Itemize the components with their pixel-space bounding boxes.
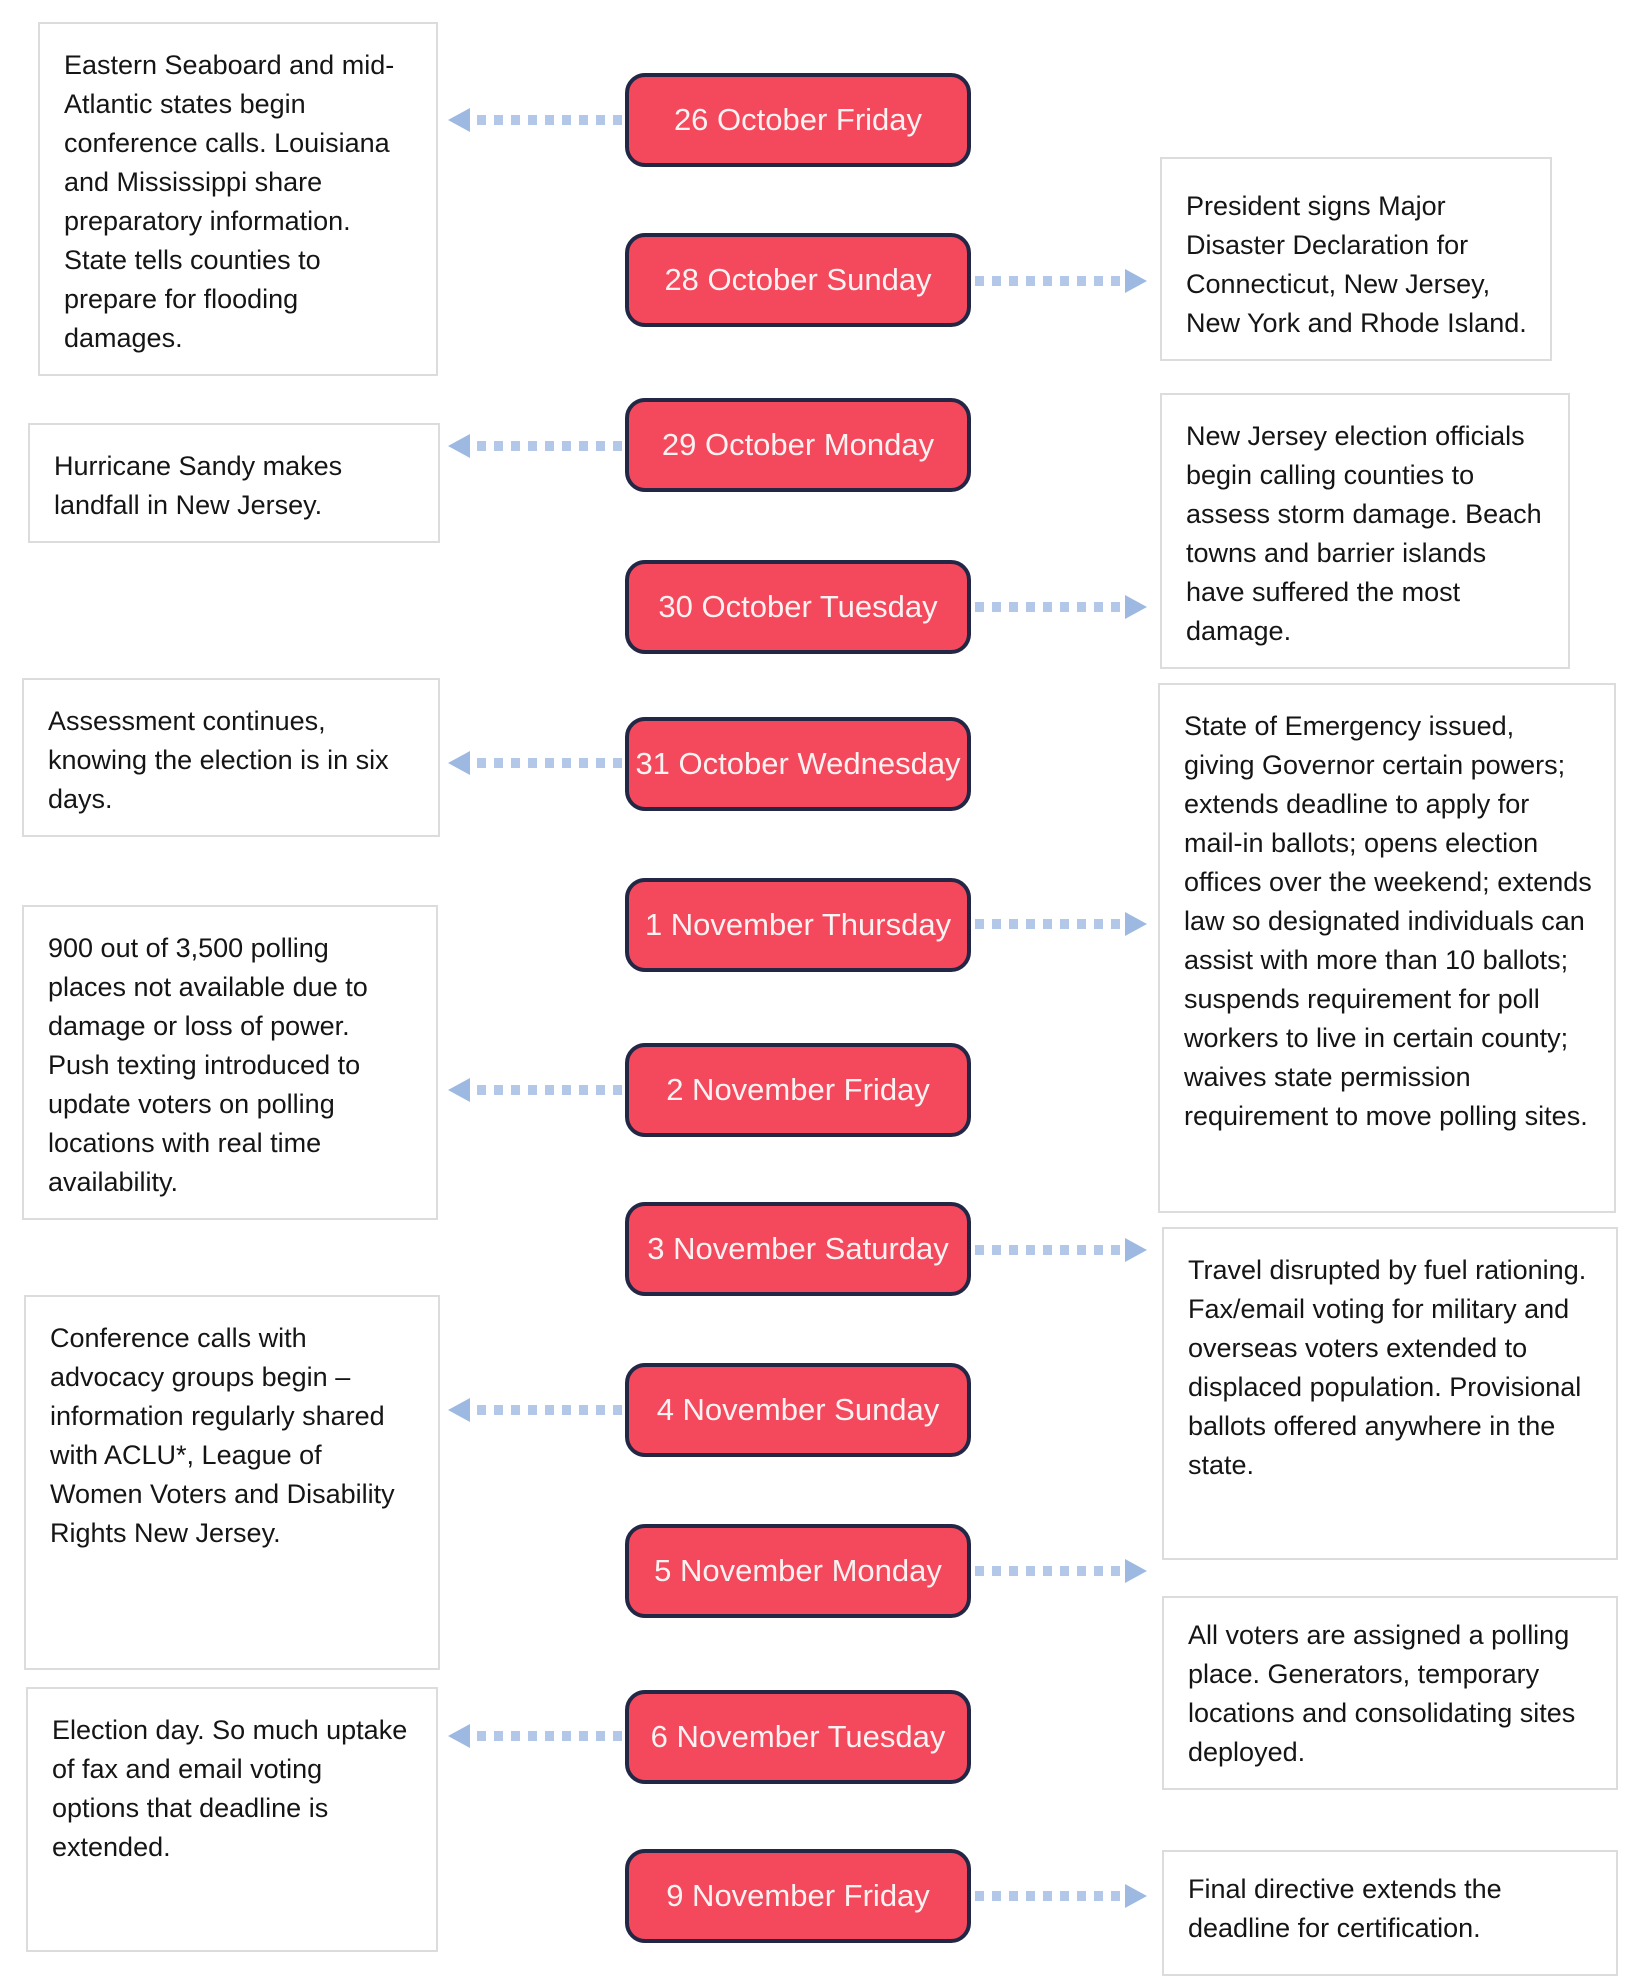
arrow-31-october-to-left-note [448,750,622,776]
dotted-line [975,1566,1125,1576]
note-hurricane-landfall: Hurricane Sandy makes landfall in New Je… [28,423,440,543]
date-box-4-november-sunday: 4 November Sunday [625,1363,971,1457]
dotted-line [470,115,622,125]
note-final-directive: Final directive extends the deadline for… [1162,1850,1618,1976]
dotted-line [975,1245,1125,1255]
arrowhead-left-icon [448,1078,470,1102]
date-box-28-october-sunday: 28 October Sunday [625,233,971,327]
arrowhead-right-icon [1125,595,1147,619]
arrow-9-november-to-right-note [975,1883,1147,1909]
date-box-1-november-thursday: 1 November Thursday [625,878,971,972]
note-president-disaster-declaration: President signs Major Disaster Declarati… [1160,157,1552,361]
date-box-5-november-monday: 5 November Monday [625,1524,971,1618]
dotted-line [470,1405,622,1415]
note-assessment-continues: Assessment continues, knowing the electi… [22,678,440,837]
arrow-5-november-to-right-note [975,1558,1147,1584]
date-box-26-october-friday: 26 October Friday [625,73,971,167]
arrow-1-november-to-right-note [975,911,1147,937]
arrowhead-right-icon [1125,1884,1147,1908]
arrow-4-november-to-left-note [448,1397,622,1423]
dotted-line [975,1891,1125,1901]
arrow-3-november-to-right-note [975,1237,1147,1263]
arrowhead-left-icon [448,1724,470,1748]
dotted-line [470,758,622,768]
date-box-9-november-friday: 9 November Friday [625,1849,971,1943]
date-box-30-october-tuesday: 30 October Tuesday [625,560,971,654]
dotted-line [975,276,1125,286]
date-box-6-november-tuesday: 6 November Tuesday [625,1690,971,1784]
arrowhead-left-icon [448,1398,470,1422]
arrowhead-right-icon [1125,1559,1147,1583]
arrowhead-right-icon [1125,912,1147,936]
arrow-28-october-to-right-note [975,268,1147,294]
arrow-26-october-to-left-note [448,107,622,133]
dotted-line [975,919,1125,929]
dotted-line [470,441,622,451]
note-polling-places-unavailable: 900 out of 3,500 polling places not avai… [22,905,438,1220]
note-state-of-emergency: State of Emergency issued, giving Govern… [1158,683,1616,1213]
arrow-30-october-to-right-note [975,594,1147,620]
note-voters-assigned-polling: All voters are assigned a polling place.… [1162,1596,1618,1790]
dotted-line [975,602,1125,612]
note-conference-calls-advocacy: Conference calls with advocacy groups be… [24,1295,440,1670]
arrowhead-right-icon [1125,1238,1147,1262]
note-eastern-seaboard: Eastern Seaboard and mid-Atlantic states… [38,22,438,376]
arrow-6-november-to-left-note [448,1723,622,1749]
arrow-2-november-to-left-note [448,1077,622,1103]
date-box-3-november-saturday: 3 November Saturday [625,1202,971,1296]
date-box-31-october-wednesday: 31 October Wednesday [625,717,971,811]
arrow-29-october-to-left-note [448,433,622,459]
note-officials-assess-damage: New Jersey election officials begin call… [1160,393,1570,669]
date-box-29-october-monday: 29 October Monday [625,398,971,492]
date-box-2-november-friday: 2 November Friday [625,1043,971,1137]
arrowhead-left-icon [448,434,470,458]
arrowhead-left-icon [448,751,470,775]
arrowhead-left-icon [448,108,470,132]
note-travel-disrupted: Travel disrupted by fuel rationing. Fax/… [1162,1227,1618,1560]
arrowhead-right-icon [1125,269,1147,293]
dotted-line [470,1731,622,1741]
dotted-line [470,1085,622,1095]
note-election-day: Election day. So much uptake of fax and … [26,1687,438,1952]
